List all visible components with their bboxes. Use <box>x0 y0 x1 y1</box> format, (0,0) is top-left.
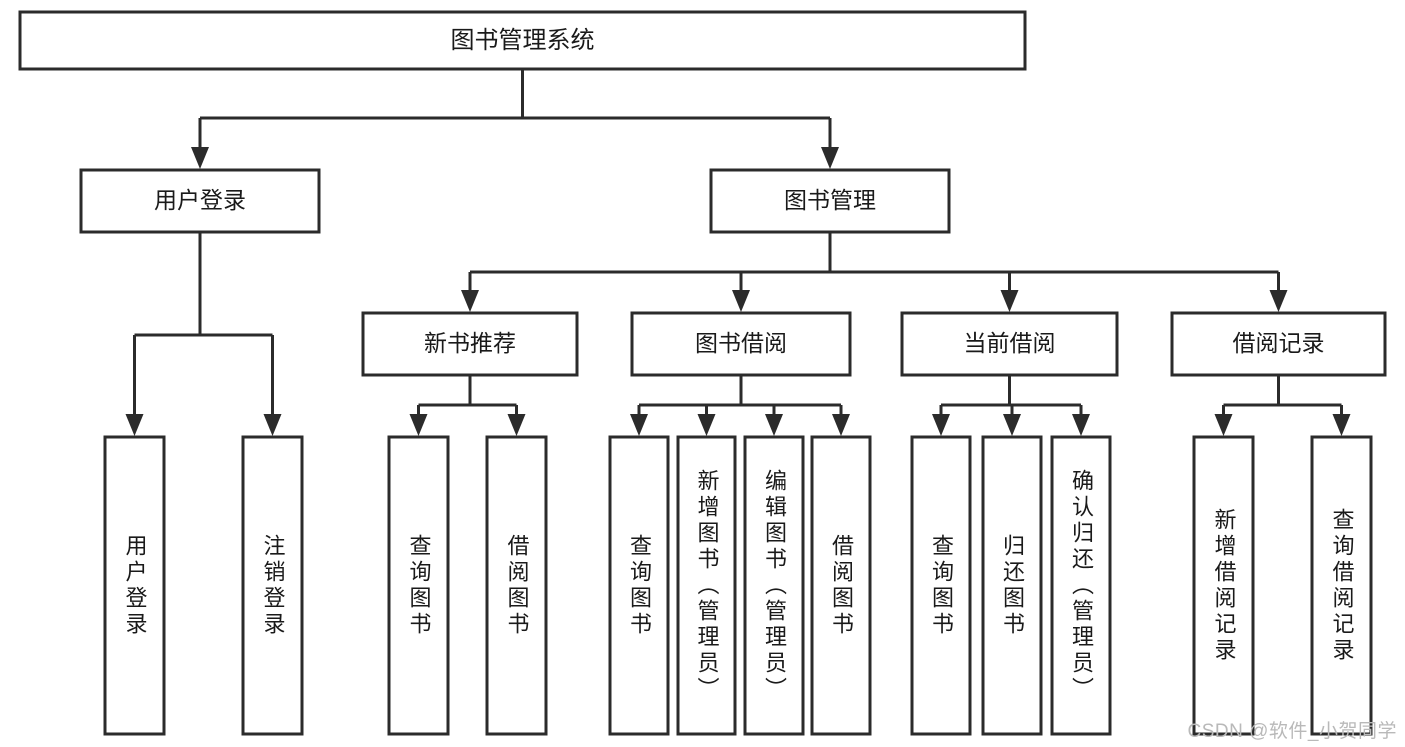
leaf-query-record-rect[interactable] <box>1310 435 1373 736</box>
root-node-label: 图书管理系统 <box>451 27 595 54</box>
new-book-rec-arrow-1 <box>507 414 526 436</box>
user-login-arrow-1 <box>263 414 282 436</box>
book-borrow-arrow-2 <box>765 414 783 436</box>
current-borrow-arrow-1 <box>1003 414 1021 436</box>
current-borrow-arrow-0 <box>932 414 950 436</box>
borrow-record-arrow-0 <box>1214 414 1233 436</box>
watermark-text: CSDN @软件_小贺同学 <box>1187 721 1397 742</box>
leaf-borrow-book-2-rect[interactable] <box>810 435 872 736</box>
node-new-book-rec[interactable]: 新书推荐 <box>361 311 579 377</box>
root-arrow-0 <box>191 147 209 169</box>
book-borrow-arrow-3 <box>832 414 850 436</box>
leaf-user-login-rect[interactable] <box>103 435 166 736</box>
borrow-record-arrow-1 <box>1332 414 1351 436</box>
node-new-book-rec-rect <box>361 311 579 377</box>
node-current-borrow[interactable]: 当前借阅 <box>900 311 1119 377</box>
node-borrow-record[interactable]: 借阅记录 <box>1170 311 1387 377</box>
node-user-login[interactable]: 用户登录 <box>79 168 321 234</box>
book-manage-arrow-1 <box>732 290 750 312</box>
node-book-manage-rect <box>709 168 951 234</box>
user-login-arrow-0 <box>125 414 144 436</box>
node-book-borrow-label: 图书借阅 <box>695 330 787 356</box>
root-node-rect <box>18 10 1027 71</box>
leaf-query-book-2-rect[interactable] <box>608 435 670 736</box>
node-borrow-record-label: 借阅记录 <box>1233 330 1325 356</box>
node-book-borrow[interactable]: 图书借阅 <box>630 311 852 377</box>
node-current-borrow-rect <box>900 311 1119 377</box>
new-book-rec-arrow-0 <box>409 414 428 436</box>
connector-lines <box>125 69 1351 436</box>
book-manage-arrow-2 <box>1000 290 1019 312</box>
book-manage-arrow-0 <box>461 290 479 312</box>
leaf-query-book-3-rect[interactable] <box>910 435 972 736</box>
leaf-return-book-rect[interactable] <box>981 435 1043 736</box>
root-arrow-1 <box>821 147 839 169</box>
leaf-query-book-1-rect[interactable] <box>387 435 450 736</box>
node-book-borrow-rect <box>630 311 852 377</box>
book-borrow-arrow-0 <box>630 414 648 436</box>
leaf-confirm-return-rect[interactable] <box>1050 435 1112 736</box>
node-borrow-record-rect <box>1170 311 1387 377</box>
leaf-add-record-rect[interactable] <box>1192 435 1255 736</box>
node-user-login-rect <box>79 168 321 234</box>
leaf-user-logout-rect[interactable] <box>241 435 304 736</box>
leaf-borrow-book-1-rect[interactable] <box>485 435 548 736</box>
leaf-edit-book-rect[interactable] <box>743 435 805 736</box>
book-manage-arrow-3 <box>1269 290 1288 312</box>
node-book-manage-label: 图书管理 <box>784 187 876 213</box>
current-borrow-arrow-2 <box>1072 414 1090 436</box>
root-node[interactable]: 图书管理系统 <box>18 10 1027 71</box>
node-new-book-rec-label: 新书推荐 <box>424 330 516 356</box>
node-book-manage[interactable]: 图书管理 <box>709 168 951 234</box>
node-user-login-label: 用户登录 <box>154 187 246 213</box>
book-borrow-arrow-1 <box>697 414 716 436</box>
leaf-add-book-rect[interactable] <box>676 435 737 736</box>
node-current-borrow-label: 当前借阅 <box>964 330 1056 356</box>
